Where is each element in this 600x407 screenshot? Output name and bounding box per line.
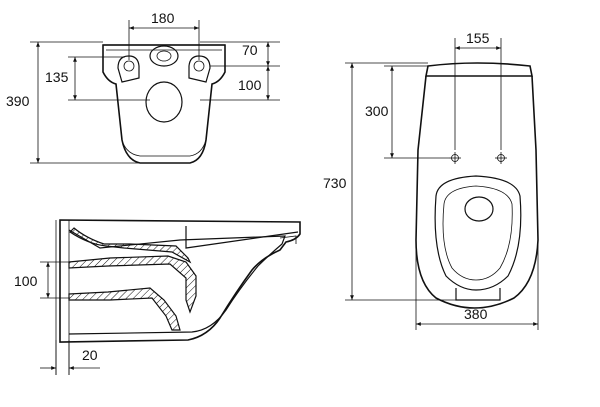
- top-view: 155 300 730 380: [323, 30, 539, 330]
- side-outlet-pipe: [68, 287, 181, 331]
- right-mount-hole: [188, 55, 211, 83]
- flush-inlet: [149, 45, 179, 67]
- top-bowl-rim: [434, 175, 522, 291]
- dim-front-lower-offset: 100: [238, 77, 262, 93]
- dim-front-upper-offset: 70: [242, 42, 258, 58]
- dim-top-bolt-spacing: 155: [466, 30, 490, 46]
- top-drain: [464, 196, 494, 222]
- side-inlet-pipe: [68, 255, 197, 314]
- dim-front-total-height: 390: [6, 93, 30, 109]
- drain-outlet: [145, 81, 183, 123]
- front-view: 180 70 100 135 390: [6, 10, 280, 164]
- front-bowl-outline: [102, 44, 226, 164]
- dim-front-top-width: 180: [151, 10, 175, 26]
- dim-front-bracket-height: 135: [45, 69, 69, 85]
- dim-top-total-width: 380: [464, 306, 488, 322]
- side-outer-shell: [59, 219, 301, 343]
- side-section-view: 100 20: [14, 219, 301, 375]
- dim-side-inlet-height: 100: [14, 273, 38, 289]
- top-body-outline: [415, 75, 539, 309]
- left-mount-hole: [117, 55, 140, 83]
- side-rim-channel: [69, 227, 192, 264]
- top-back-plate: [425, 62, 533, 77]
- dim-top-bolt-from-back: 300: [365, 103, 389, 119]
- right-bolt-mark: [495, 152, 507, 164]
- dim-top-total-length: 730: [323, 175, 347, 191]
- left-bolt-mark: [449, 152, 461, 164]
- dim-side-wall-gap: 20: [82, 347, 98, 363]
